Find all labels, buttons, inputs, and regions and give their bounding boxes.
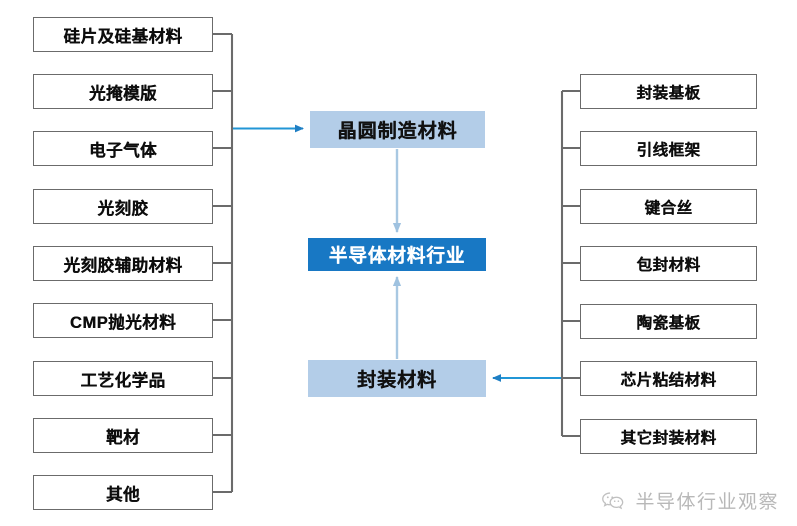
center-node-label: 封装材料 [356,370,437,391]
left-item-label: 光刻胶辅助材料 [63,256,183,275]
left-item-5[interactable]: CMP抛光材料 [33,303,213,338]
right-item-label: 引线框架 [636,141,701,159]
left-item-2[interactable]: 电子气体 [33,131,213,166]
right-item-label: 封装基板 [636,84,701,102]
center-node-wafer-materials[interactable]: 晶圆制造材料 [310,111,485,148]
left-item-0[interactable]: 硅片及硅基材料 [33,17,213,52]
right-item-label: 芯片粘结材料 [620,371,717,389]
left-item-label: 光刻胶 [97,199,149,218]
left-item-7[interactable]: 靶材 [33,418,213,453]
right-item-label: 包封材料 [636,256,701,274]
right-item-4[interactable]: 陶瓷基板 [580,304,757,339]
watermark-text: 半导体行业观察 [635,492,779,513]
left-item-label: 工艺化学品 [80,371,166,390]
left-item-4[interactable]: 光刻胶辅助材料 [33,246,213,281]
right-item-label: 陶瓷基板 [636,314,701,332]
left-item-1[interactable]: 光掩模版 [33,74,213,109]
left-bracket [213,32,234,494]
right-item-5[interactable]: 芯片粘结材料 [580,361,757,396]
center-node-industry[interactable]: 半导体材料行业 [308,238,486,271]
watermark: 半导体行业观察 [600,487,779,514]
right-item-1[interactable]: 引线框架 [580,131,757,166]
right-bracket [560,89,580,438]
left-item-3[interactable]: 光刻胶 [33,189,213,224]
right-item-label: 键合丝 [644,199,693,217]
left-item-label: CMP抛光材料 [69,313,177,332]
center-node-label: 晶圆制造材料 [337,121,458,142]
right-item-6[interactable]: 其它封装材料 [580,419,757,454]
center-node-package-materials[interactable]: 封装材料 [308,360,486,397]
right-item-label: 其它封装材料 [620,429,717,447]
right-item-2[interactable]: 键合丝 [580,189,757,224]
right-item-0[interactable]: 封装基板 [580,74,757,109]
left-item-label: 电子气体 [89,141,157,160]
left-item-label: 光掩模版 [89,84,157,103]
left-item-label: 靶材 [106,428,140,447]
left-item-label: 其他 [106,485,140,504]
wechat-icon [602,491,624,509]
left-item-6[interactable]: 工艺化学品 [33,361,213,396]
center-node-label: 半导体材料行业 [328,244,466,266]
left-item-8[interactable]: 其他 [33,475,213,510]
right-item-3[interactable]: 包封材料 [580,246,757,281]
left-item-label: 硅片及硅基材料 [63,27,183,46]
